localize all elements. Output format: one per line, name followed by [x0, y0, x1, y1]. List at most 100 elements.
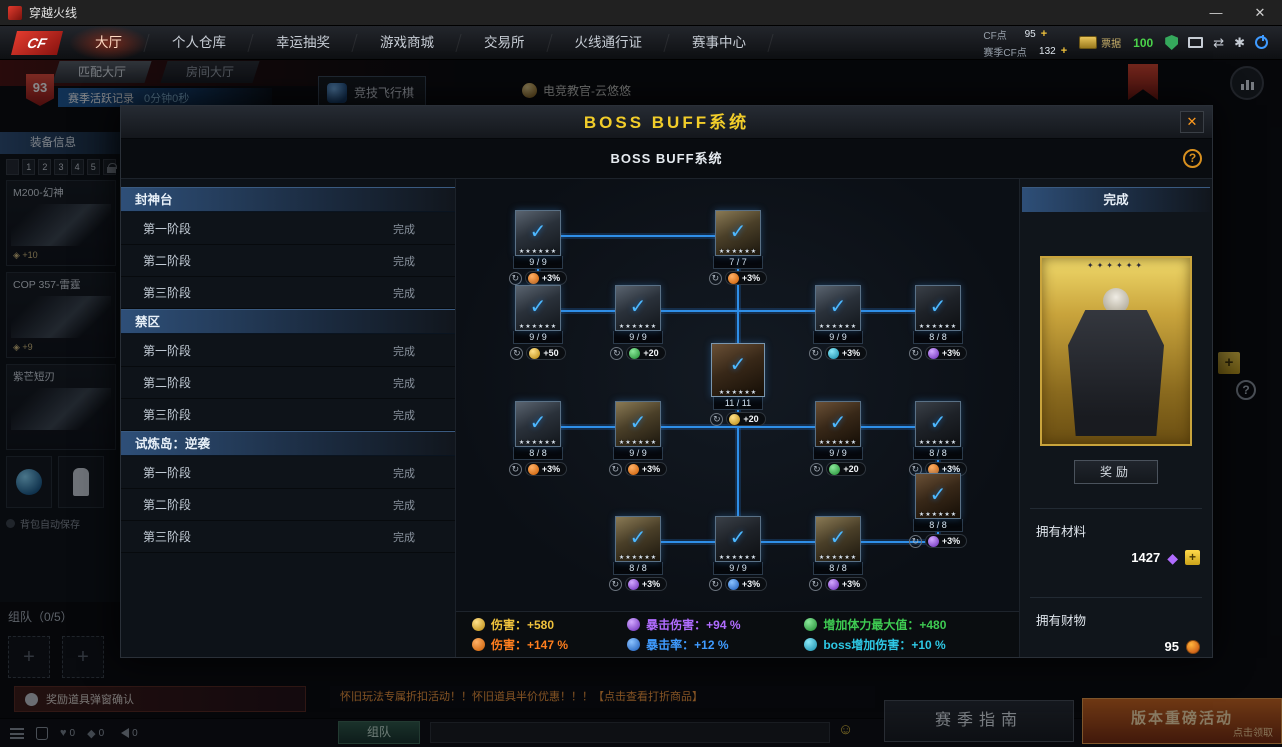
- minimize-button[interactable]: —: [1209, 4, 1223, 20]
- chat-banner[interactable]: 怀旧玩法专属折扣活动！！怀旧道具半价优惠！！！【点击查看打折商品】: [330, 686, 875, 708]
- reset-icon[interactable]: ↻: [510, 346, 524, 360]
- window-close-button[interactable]: ✕: [1254, 4, 1266, 20]
- skill-node-5[interactable]: ✓ ★★★★★★ 8 / 8 ↻ +3%: [896, 285, 980, 360]
- stage-row-1-1[interactable]: 第二阶段 完成: [121, 367, 455, 399]
- equip-slot-2[interactable]: 2: [38, 159, 52, 175]
- display-icon[interactable]: [1188, 37, 1204, 48]
- equip-slot-1[interactable]: 1: [22, 159, 36, 175]
- skill-node-2[interactable]: ✓ ★★★★★★ 9 / 9 ↻ +50: [496, 285, 580, 360]
- nav-item-6[interactable]: 赛事中心: [667, 26, 771, 60]
- buff-type-icon: [529, 347, 541, 359]
- stage-row-2-1[interactable]: 第二阶段 完成: [121, 489, 455, 521]
- stage-row-0-0[interactable]: 第一阶段 完成: [121, 213, 455, 245]
- stage-row-2-0[interactable]: 第一阶段 完成: [121, 457, 455, 489]
- reset-icon[interactable]: ↻: [708, 577, 722, 591]
- stage-row-1-2[interactable]: 第三阶段 完成: [121, 399, 455, 431]
- sidebar-add-button[interactable]: +: [1218, 352, 1240, 374]
- stat-icon: [627, 618, 641, 632]
- reset-icon[interactable]: ↻: [608, 462, 622, 476]
- team-chat-tab[interactable]: 组队: [338, 721, 420, 744]
- wallet-value: 95: [1024, 28, 1036, 40]
- gear-icon[interactable]: ✱: [1234, 35, 1245, 50]
- reset-icon[interactable]: ↻: [908, 534, 922, 548]
- menu-icon[interactable]: [10, 727, 24, 739]
- skill-node-icon: ✓ ★★★★★★: [815, 516, 861, 562]
- reset-icon[interactable]: ↻: [508, 462, 522, 476]
- nav-item-1[interactable]: 个人仓库: [147, 26, 251, 60]
- skill-node-8[interactable]: ✓ ★★★★★★ 9 / 9 ↻ +3%: [596, 401, 680, 476]
- emoji-icon[interactable]: ☺: [838, 721, 854, 738]
- skill-node-13[interactable]: ✓ ★★★★★★ 9 / 9 ↻ +3%: [696, 516, 780, 591]
- stage-row-0-1[interactable]: 第二阶段 完成: [121, 245, 455, 277]
- skill-node-level: 11 / 11: [713, 397, 763, 410]
- weapon-slot-icon[interactable]: [6, 159, 20, 175]
- skill-node-1[interactable]: ✓ ★★★★★★ 7 / 7 ↻ +3%: [696, 210, 780, 285]
- chat-input[interactable]: [430, 722, 830, 743]
- power-icon[interactable]: [1255, 35, 1268, 49]
- add-materials-button[interactable]: +: [1185, 550, 1200, 565]
- reset-icon[interactable]: ↻: [708, 271, 722, 285]
- skill-node-10[interactable]: ✓ ★★★★★★ 8 / 8 ↻ +3%: [896, 401, 980, 476]
- season-record-bar[interactable]: 赛季活跃记录 0分钟0秒: [58, 88, 272, 107]
- version-event-button[interactable]: 版本重磅活动 点击领取: [1082, 698, 1282, 744]
- item-tile-figure[interactable]: [58, 456, 104, 508]
- stage-status: 完成: [393, 287, 415, 300]
- skill-node-4[interactable]: ✓ ★★★★★★ 9 / 9 ↻ +3%: [796, 285, 880, 360]
- equipment-tab[interactable]: 装备信息: [0, 132, 122, 154]
- help-icon[interactable]: ?: [1183, 149, 1202, 168]
- bag-icon[interactable]: [36, 726, 48, 740]
- ticket-block[interactable]: 票据: [1079, 35, 1121, 50]
- skill-node-icon: ✓ ★★★★★★: [715, 210, 761, 256]
- nav-item-2[interactable]: 幸运抽奖: [251, 26, 355, 60]
- team-slot-add-button[interactable]: +: [8, 636, 50, 678]
- nav-item-3[interactable]: 游戏商城: [355, 26, 459, 60]
- reset-icon[interactable]: ↻: [608, 577, 622, 591]
- stat-text: 暴击伤害：+94 %: [646, 618, 741, 633]
- nav-item-5[interactable]: 火线通行证: [550, 26, 668, 60]
- reset-icon[interactable]: ↻: [810, 462, 824, 476]
- skill-node-14[interactable]: ✓ ★★★★★★ 8 / 8 ↻ +3%: [796, 516, 880, 591]
- reset-icon[interactable]: ↻: [508, 271, 522, 285]
- weapon-card-1[interactable]: COP 357-雷霆 ◈ +9: [6, 272, 116, 358]
- skill-node-3[interactable]: ✓ ★★★★★★ 9 / 9 ↻ +20: [596, 285, 680, 360]
- skill-node-12[interactable]: ✓ ★★★★★★ 8 / 8 ↻ +3%: [596, 516, 680, 591]
- item-tile-orb[interactable]: [6, 456, 52, 508]
- skill-node-9[interactable]: ✓ ★★★★★★ 9 / 9 ↻ +20: [796, 401, 880, 476]
- sidebar-help-button[interactable]: ?: [1236, 380, 1256, 400]
- reset-icon[interactable]: ↻: [710, 412, 724, 426]
- stage-row-0-2[interactable]: 第三阶段 完成: [121, 277, 455, 309]
- skill-node-buff: +3%: [524, 271, 568, 285]
- weapon-card-0[interactable]: M200-幻神 ◈ +10: [6, 180, 116, 266]
- equip-slot-4[interactable]: 4: [70, 159, 84, 175]
- swap-icon[interactable]: ⇄: [1213, 35, 1225, 50]
- stage-row-2-2[interactable]: 第三阶段 完成: [121, 521, 455, 553]
- reward-popup-confirm[interactable]: 奖励道具弹窗确认: [14, 686, 306, 712]
- reset-icon[interactable]: ↻: [610, 346, 624, 360]
- card-star-row: ✦✦✦✦✦✦: [1086, 261, 1146, 270]
- wallet-row-0: CF点 95 +: [983, 27, 1067, 42]
- season-guide-button[interactable]: 赛季指南: [884, 700, 1074, 742]
- recharge-button[interactable]: +: [1040, 28, 1048, 40]
- weapon-card-2[interactable]: 紫芒短刃: [6, 364, 116, 450]
- close-icon[interactable]: ✕: [1180, 111, 1204, 133]
- reset-icon[interactable]: ↻: [808, 577, 822, 591]
- skill-node-6[interactable]: ✓ ★★★★★★ 11 / 11 ↻ +20: [696, 343, 780, 426]
- stage-row-1-0[interactable]: 第一阶段 完成: [121, 335, 455, 367]
- equip-slot-3[interactable]: 3: [54, 159, 68, 175]
- speaker-icon[interactable]: [116, 728, 130, 738]
- reset-icon[interactable]: ↻: [908, 346, 922, 360]
- equip-slot-5[interactable]: 5: [86, 159, 100, 175]
- autosave-toggle[interactable]: 背包自动保存: [6, 516, 116, 531]
- skill-node-11[interactable]: ✓ ★★★★★★ 8 / 8 ↻ +3%: [896, 473, 980, 548]
- team-slot-add-button-2[interactable]: +: [62, 636, 104, 678]
- shield-icon[interactable]: [1165, 35, 1179, 50]
- skill-node-7[interactable]: ✓ ★★★★★★ 8 / 8 ↻ +3%: [496, 401, 580, 476]
- nav-item-4[interactable]: 交易所: [459, 26, 550, 60]
- recharge-button[interactable]: +: [1060, 45, 1068, 57]
- skill-node-0[interactable]: ✓ ★★★★★★ 9 / 9 ↻ +3%: [496, 210, 580, 285]
- reward-button[interactable]: 奖励: [1074, 460, 1158, 484]
- stats-badge-icon[interactable]: [1230, 66, 1264, 100]
- star-row: ★★★★★★: [618, 555, 658, 561]
- nav-item-0[interactable]: 大厅: [70, 25, 147, 60]
- reset-icon[interactable]: ↻: [808, 346, 822, 360]
